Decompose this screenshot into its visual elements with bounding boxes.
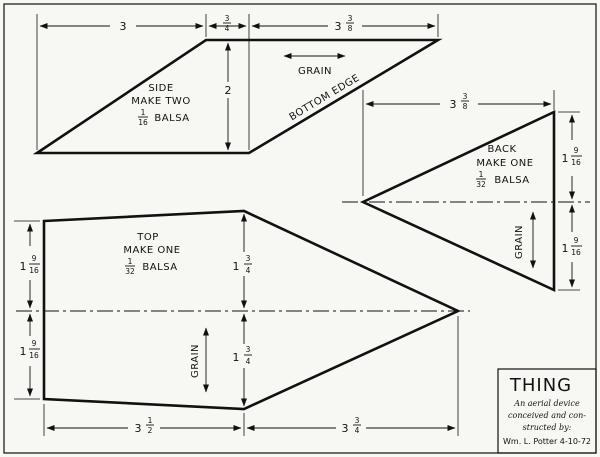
top-dim-bl-whole: 3 <box>135 422 142 435</box>
side-dim-height-label: 2 <box>225 84 232 97</box>
title-text: THING <box>509 375 572 396</box>
title-block-frame <box>497 368 597 454</box>
side-dim-left-label: 3 <box>120 20 127 33</box>
side-thk-num: 1 <box>141 108 146 117</box>
side-dim-right-whole: 3 <box>335 20 342 33</box>
top-dim-ll-den: 16 <box>29 351 39 360</box>
back-dim-width-den: 8 <box>463 102 468 111</box>
top-grain-label: GRAIN <box>190 344 201 378</box>
back-material: BALSA <box>494 175 529 186</box>
side-qty: MAKE TWO <box>131 96 190 107</box>
top-dim-ru-whole: 1 <box>233 260 240 273</box>
top-dim-bl-den: 2 <box>148 426 153 435</box>
top-name: TOP <box>136 232 159 243</box>
top-piece-group: 1 9 16 1 9 16 1 3 4 1 3 4 3 1 2 3 3 <box>14 209 470 436</box>
side-dim-right-den: 8 <box>348 24 353 33</box>
top-dim-ll-num: 9 <box>32 339 37 348</box>
back-thk-num: 1 <box>479 170 484 179</box>
side-piece-outline <box>32 38 443 155</box>
side-thk-den: 16 <box>138 118 148 127</box>
side-dim-right-num: 3 <box>348 14 353 23</box>
back-piece-group: 3 3 8 1 9 16 1 9 16 BACK MAKE ONE 1 32 B… <box>342 90 590 293</box>
side-grain-label: GRAIN <box>298 66 332 77</box>
top-material: BALSA <box>142 262 177 273</box>
top-dim-br-den: 4 <box>355 426 360 435</box>
top-dim-ru-den: 4 <box>246 266 251 275</box>
back-name: BACK <box>487 144 516 155</box>
top-thk-num: 1 <box>128 257 133 266</box>
top-dim-ru-num: 3 <box>246 254 251 263</box>
top-dim-br-whole: 3 <box>342 422 349 435</box>
top-dim-rl-whole: 1 <box>233 351 240 364</box>
top-dim-br-num: 3 <box>355 416 360 425</box>
top-dim-bl-num: 1 <box>148 416 153 425</box>
side-name: SIDE <box>148 83 173 94</box>
top-piece-outline <box>42 209 462 411</box>
back-dim-upper-den: 16 <box>571 158 581 167</box>
top-dim-lu-whole: 1 <box>20 260 27 273</box>
back-dim-upper-whole: 1 <box>562 152 569 165</box>
back-dim-lower-den: 16 <box>571 248 581 257</box>
side-dim-mid-num: 3 <box>225 14 230 23</box>
top-thk-den: 32 <box>125 267 135 276</box>
side-dim-mid-den: 4 <box>225 24 230 33</box>
back-qty: MAKE ONE <box>476 158 533 169</box>
top-dim-lu-num: 9 <box>32 254 37 263</box>
title-line3: structed by: <box>523 423 572 432</box>
title-line1: An aerial device <box>513 399 580 408</box>
title-line2: conceived and con- <box>508 411 586 420</box>
sheet-border <box>3 3 597 454</box>
back-dim-width-num: 3 <box>463 92 468 101</box>
side-piece-group: 3 3 4 3 3 8 2 SIDE MAKE TWO 1 16 BALSA G… <box>32 14 443 155</box>
side-material: BALSA <box>154 113 189 124</box>
top-dim-ll-whole: 1 <box>20 345 27 358</box>
back-grain-label: GRAIN <box>514 225 525 259</box>
side-bottom-edge-note: BOTTOM EDGE <box>288 73 362 124</box>
title-signature: Wm. L. Potter 4-10-72 <box>503 437 591 446</box>
back-dim-width-whole: 3 <box>450 98 457 111</box>
title-block: THING An aerial device conceived and con… <box>497 368 597 454</box>
top-dim-lu-den: 16 <box>29 266 39 275</box>
back-piece-outline <box>359 109 556 293</box>
back-dim-lower-whole: 1 <box>562 242 569 255</box>
back-dim-upper-num: 9 <box>574 146 579 155</box>
top-dim-rl-num: 3 <box>246 345 251 354</box>
back-thk-den: 32 <box>476 180 486 189</box>
top-qty: MAKE ONE <box>123 245 180 256</box>
back-dim-lower-num: 9 <box>574 236 579 245</box>
top-dim-rl-den: 4 <box>246 357 251 366</box>
